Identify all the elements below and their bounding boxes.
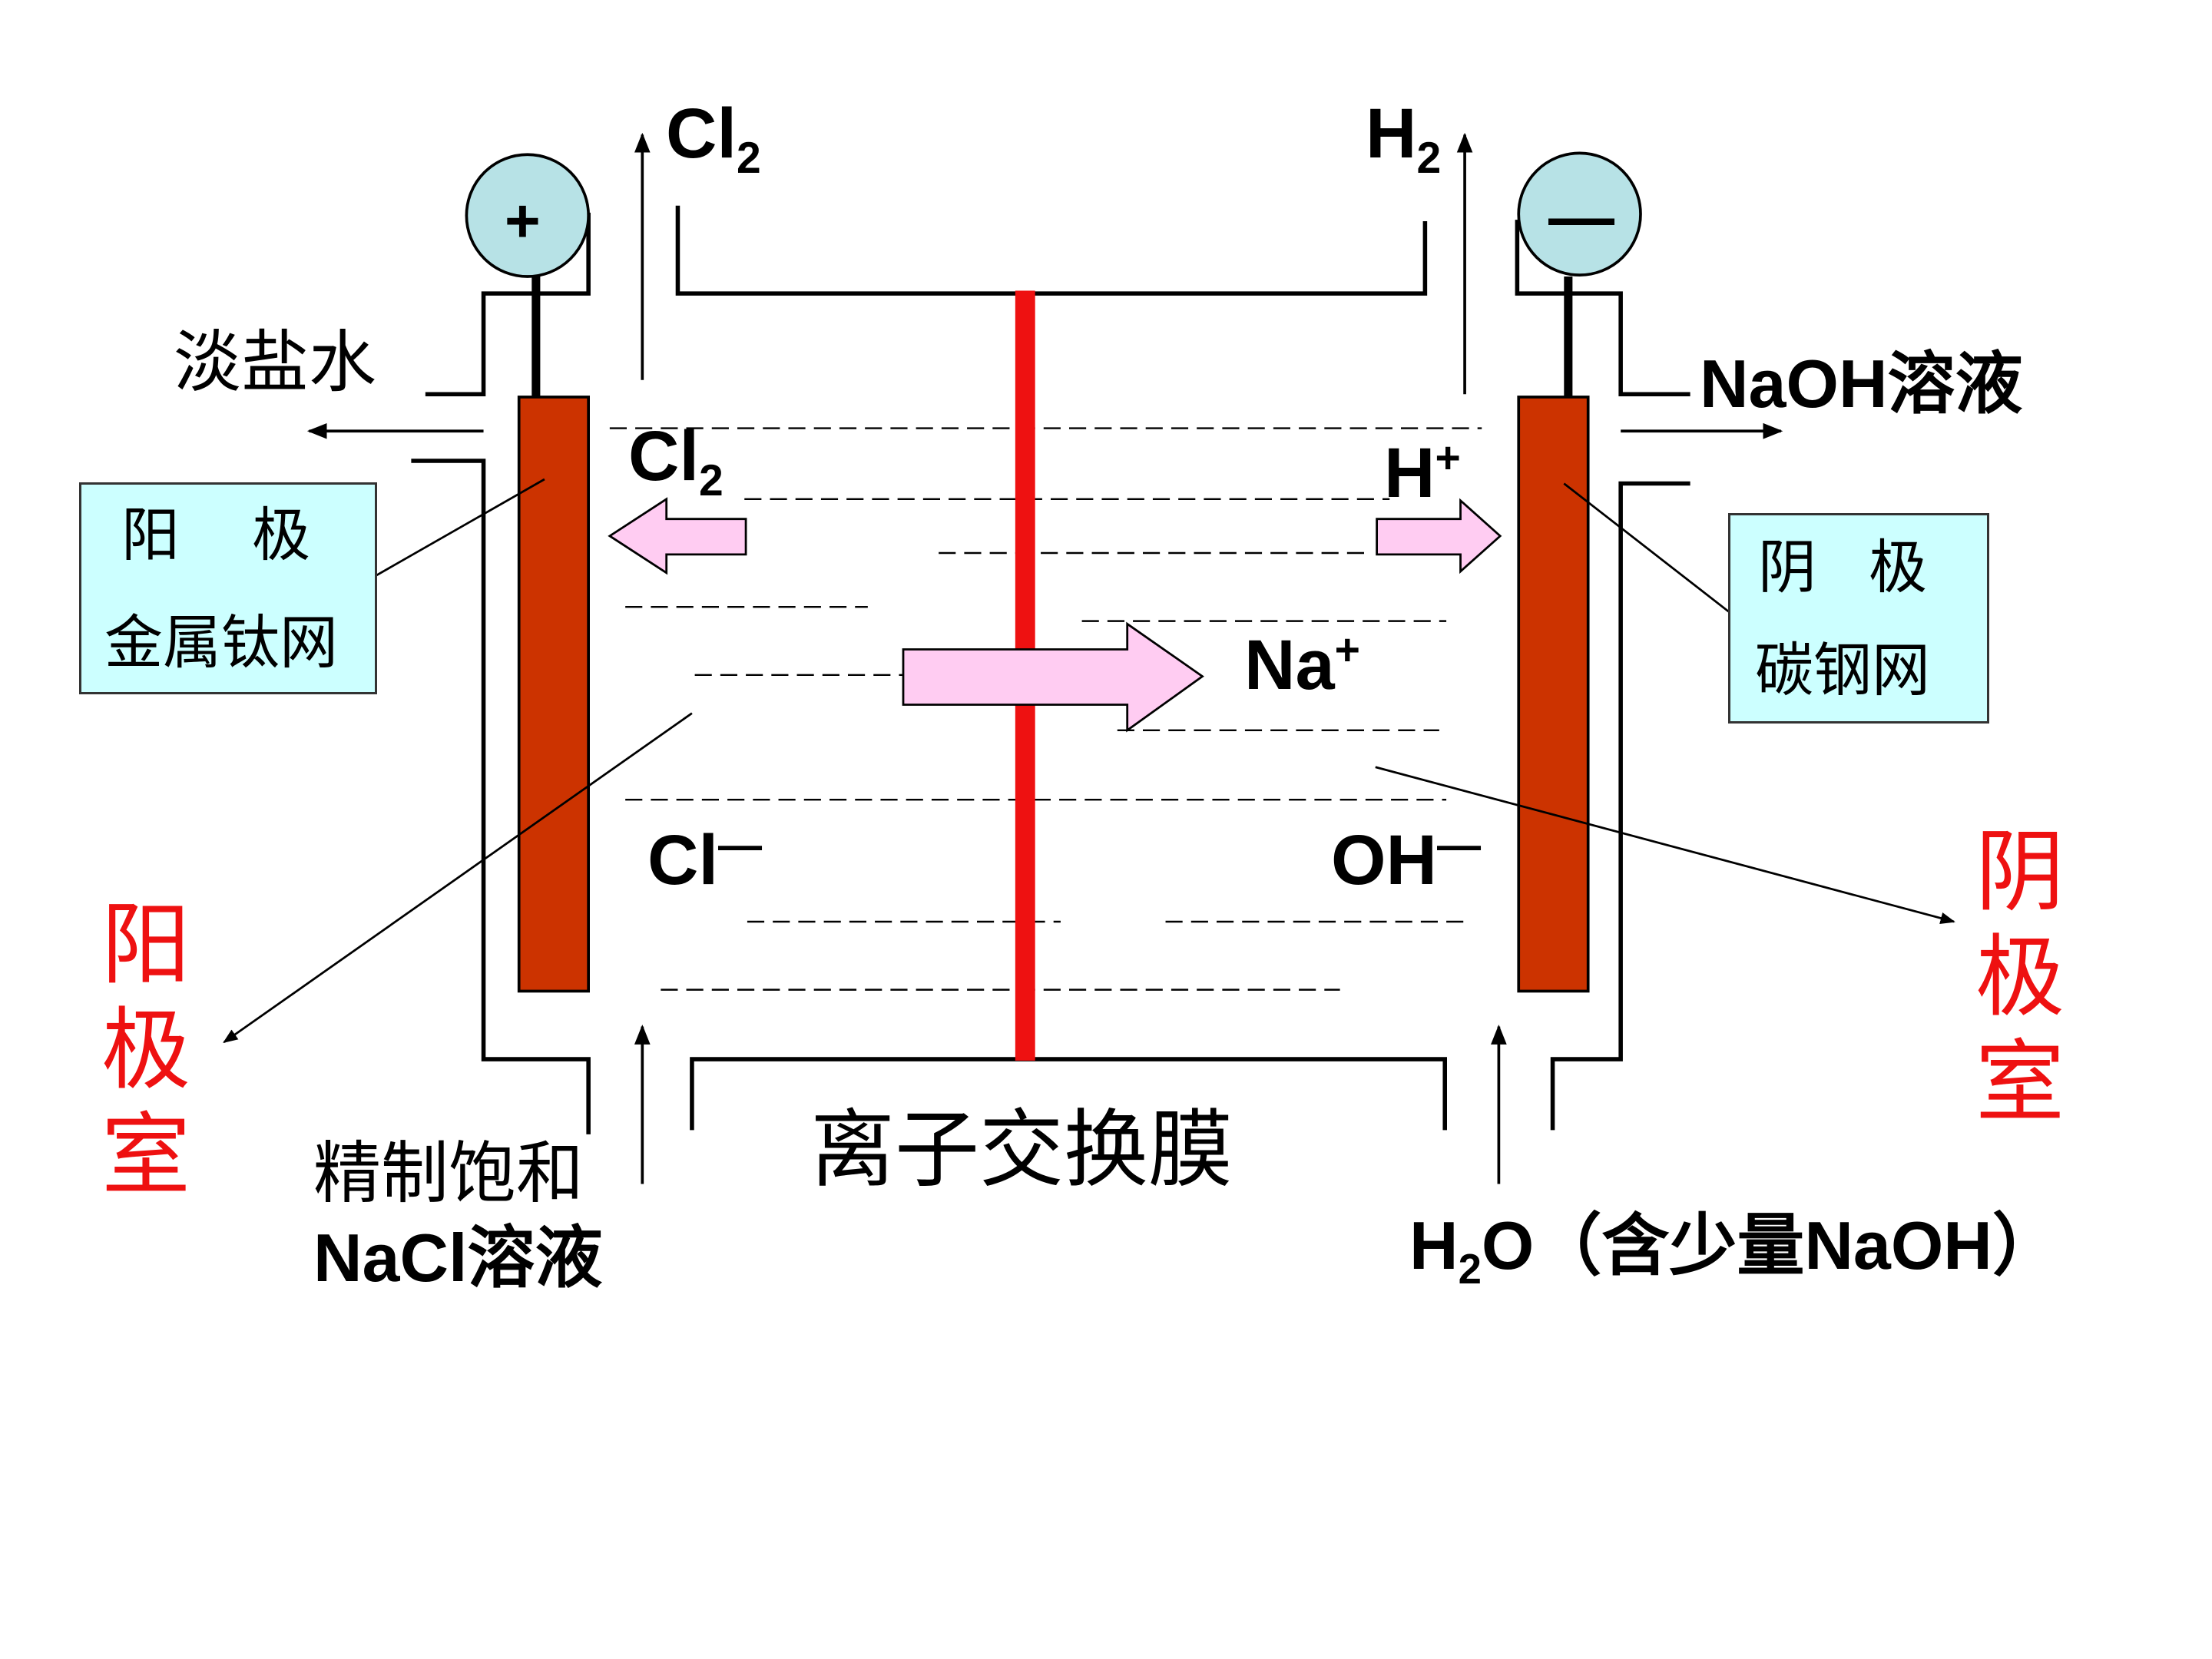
anode-material: 金属钛网 (104, 608, 338, 677)
anode-room-label: 阳 极 室 (101, 893, 190, 1207)
anode-label-box: 阳 极 金属钛网 (79, 482, 377, 694)
anode-electrode (517, 396, 591, 993)
liquid-dashes (609, 427, 1482, 991)
na-plus-arrow-right (902, 621, 1204, 733)
cathode-room-label: 阴 极 室 (1975, 820, 2065, 1134)
naoh-solution-label: NaOH溶液 (1700, 346, 2023, 422)
cathode-label-box: 阴 极 碳钢网 (1728, 513, 1989, 724)
water-inlet-label: H2O（含少量NaOH） (1409, 1207, 2060, 1293)
anode-room-leader (223, 712, 693, 1044)
cl2-arrow-left (608, 497, 747, 575)
anode-title-b: 极 (252, 501, 310, 569)
positive-terminal (465, 153, 590, 278)
cl2-top-label: Cl2 (666, 94, 761, 183)
membrane-label: 离子交换膜 (810, 1101, 1233, 1199)
feed-label-line1: 精制饱和 (313, 1134, 584, 1213)
h-plus-label: H+ (1384, 433, 1461, 512)
cl2-inner-label: Cl2 (628, 417, 724, 505)
minus-sign: — (1548, 180, 1614, 254)
cathode-room-leader (1375, 766, 1955, 924)
anode-box-leader (375, 478, 545, 577)
negative-terminal (1517, 151, 1642, 276)
feed-label-line2: NaCl溶液 (313, 1220, 603, 1296)
cathode-title-b: 极 (1869, 533, 1927, 601)
cathode-box-leader (1563, 482, 1731, 614)
dilute-brine-label: 淡盐水 (174, 323, 377, 402)
oh-minus-label: OH— (1331, 820, 1482, 899)
cell-walls (411, 205, 1690, 1134)
h2-top-label: H2 (1366, 94, 1442, 183)
anode-title-a: 阳 (121, 501, 180, 569)
plus-sign: + (505, 187, 541, 255)
na-plus-label: Na+ (1244, 625, 1360, 704)
cl-minus-label: Cl— (647, 820, 763, 899)
cathode-electrode (1517, 396, 1590, 993)
cathode-title-a: 阴 (1758, 533, 1816, 601)
h-plus-arrow-right (1376, 498, 1502, 575)
cathode-material: 碳钢网 (1755, 636, 1930, 704)
